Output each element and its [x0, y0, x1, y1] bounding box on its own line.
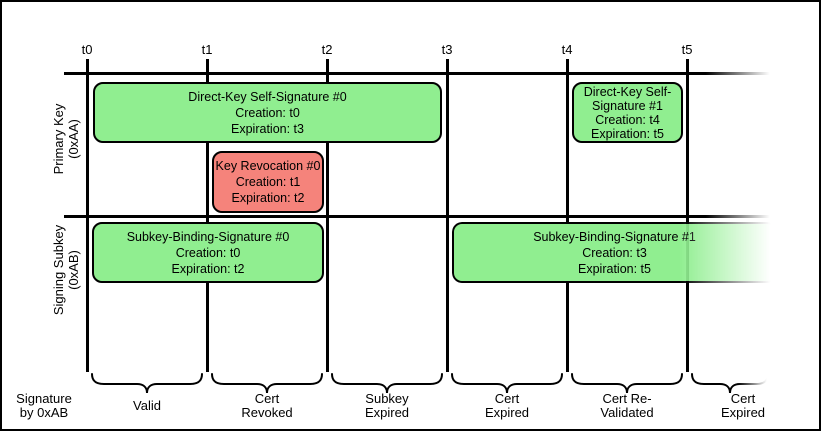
box-subkey-binding-signature-0: Subkey-Binding-Signature #0 Creation: t0… — [92, 222, 324, 283]
period-label-valid: Valid — [133, 398, 161, 413]
box-expiration: Expiration: t5 — [591, 126, 664, 141]
box-creation: Creation: t1 — [235, 175, 301, 189]
brace-cert-revalidated-icon — [570, 373, 684, 395]
axis-label-signature-by-0xab: Signature by 0xAB — [16, 391, 72, 420]
box-creation: Creation: t0 — [235, 105, 300, 120]
box-subkey-binding-signature-1: Subkey-Binding-Signature #1 Creation: t3… — [452, 222, 777, 283]
period-label-cert-expired: Cert Expired — [484, 391, 530, 420]
brace-cert-revoked-icon — [210, 373, 324, 395]
primary-key-row-line — [64, 72, 777, 75]
box-creation: Creation: t3 — [582, 245, 647, 260]
box-title: Direct-Key Self-Signature #0 — [188, 89, 347, 104]
tick-label-t3: t3 — [441, 42, 453, 57]
box-direct-key-self-signature-0: Direct-Key Self-Signature #0 Creation: t… — [93, 82, 442, 143]
tick-label-t5: t5 — [681, 42, 693, 57]
brace-valid-icon — [90, 373, 204, 395]
box-creation: Creation: t0 — [175, 245, 241, 260]
tick-label-t4: t4 — [561, 42, 573, 57]
box-expiration: Expiration: t2 — [231, 191, 305, 205]
tick-label-t0: t0 — [81, 42, 93, 57]
signing-subkey-row-line — [64, 215, 777, 218]
box-expiration: Expiration: t3 — [231, 121, 304, 136]
box-creation: Creation: t4 — [595, 112, 660, 127]
brace-cert-expired-2-icon — [690, 373, 770, 395]
row-label-signing-subkey: Signing Subkey (0xAB) — [51, 224, 81, 316]
period-label-cert-revalidated: Cert Re- Validated — [600, 391, 654, 420]
period-label-subkey-expired: Subkey Expired — [364, 391, 410, 420]
tick-label-t1: t1 — [201, 42, 213, 57]
box-expiration: Expiration: t2 — [171, 261, 245, 276]
box-key-revocation-0: Key Revocation #0 Creation: t1 Expiratio… — [212, 151, 324, 213]
box-title: Subkey-Binding-Signature #0 — [126, 229, 290, 244]
brace-subkey-expired-icon — [330, 373, 444, 395]
box-title: Direct-Key Self-Signature #1 — [583, 84, 672, 113]
period-label-cert-expired-2: Cert Expired — [720, 391, 766, 420]
period-label-cert-revoked: Cert Revoked — [241, 391, 293, 420]
box-title: Key Revocation #0 — [215, 159, 321, 173]
tick-label-t2: t2 — [321, 42, 333, 57]
brace-cert-expired-icon — [450, 373, 564, 395]
box-expiration: Expiration: t5 — [578, 261, 651, 276]
box-title: Subkey-Binding-Signature #1 — [533, 229, 696, 244]
box-direct-key-self-signature-1: Direct-Key Self-Signature #1 Creation: t… — [572, 82, 683, 143]
